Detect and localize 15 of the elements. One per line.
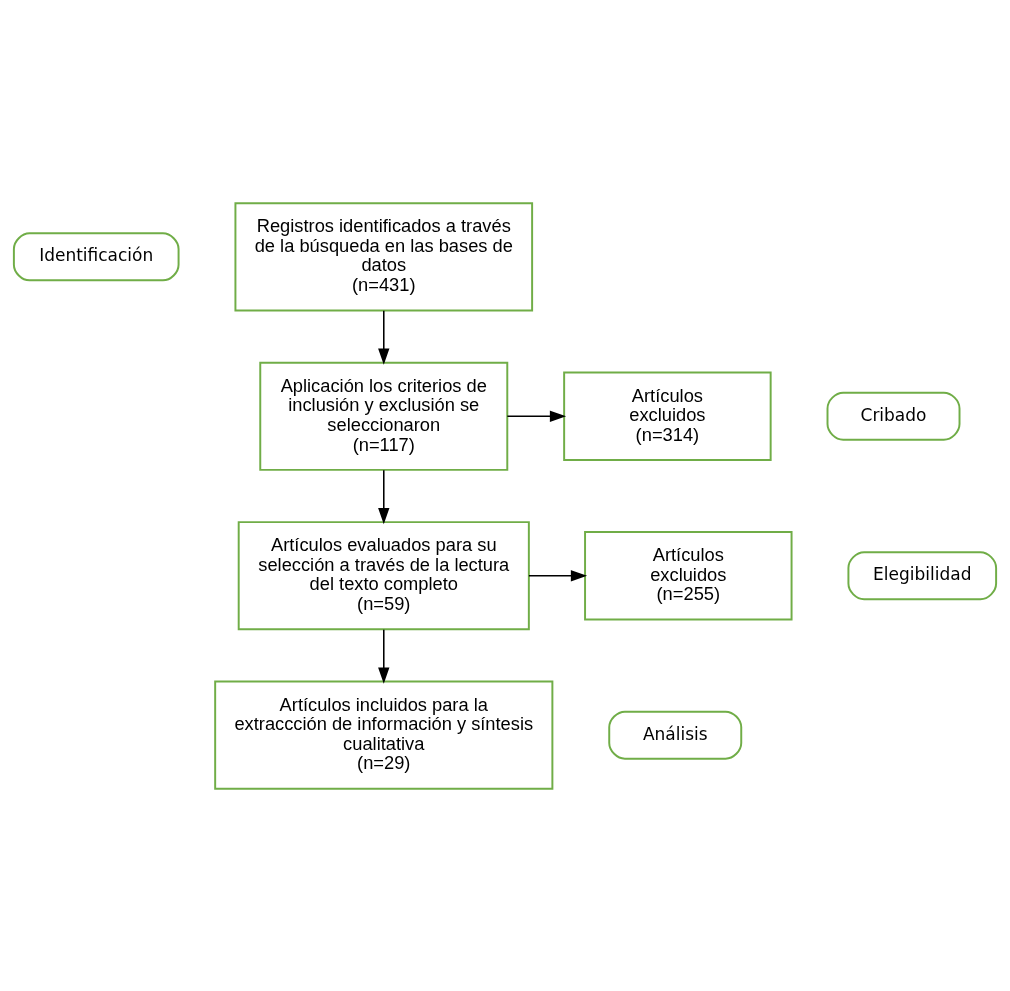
node-box: Artículos incluidos para la extraccción de información y síntesis cualitativa (n=29) [214,680,554,790]
node-box: Artículos evaluados para su selección a través de la lectura del texto completo (n=59) [237,520,530,630]
node-box: Registros identificados a través de la búsqueda en las bases de datos (n=431) [234,201,534,311]
arrow [528,569,588,581]
node-box: Elegibilidad [847,550,998,600]
arrow [378,628,390,684]
node-box: Cribado [826,391,961,441]
arrow [378,309,390,365]
node-box: Análisis [608,710,743,760]
node-box: Identificación [12,231,180,281]
node-box: Artículos excluidos (n=255) [584,530,793,620]
node-box: Aplicación los criterios de inclusión y exclusión se seleccionaron (n=117) [259,361,509,471]
arrow [506,410,567,422]
arrow [378,468,390,524]
node-box: Artículos excluidos (n=314) [563,371,772,461]
